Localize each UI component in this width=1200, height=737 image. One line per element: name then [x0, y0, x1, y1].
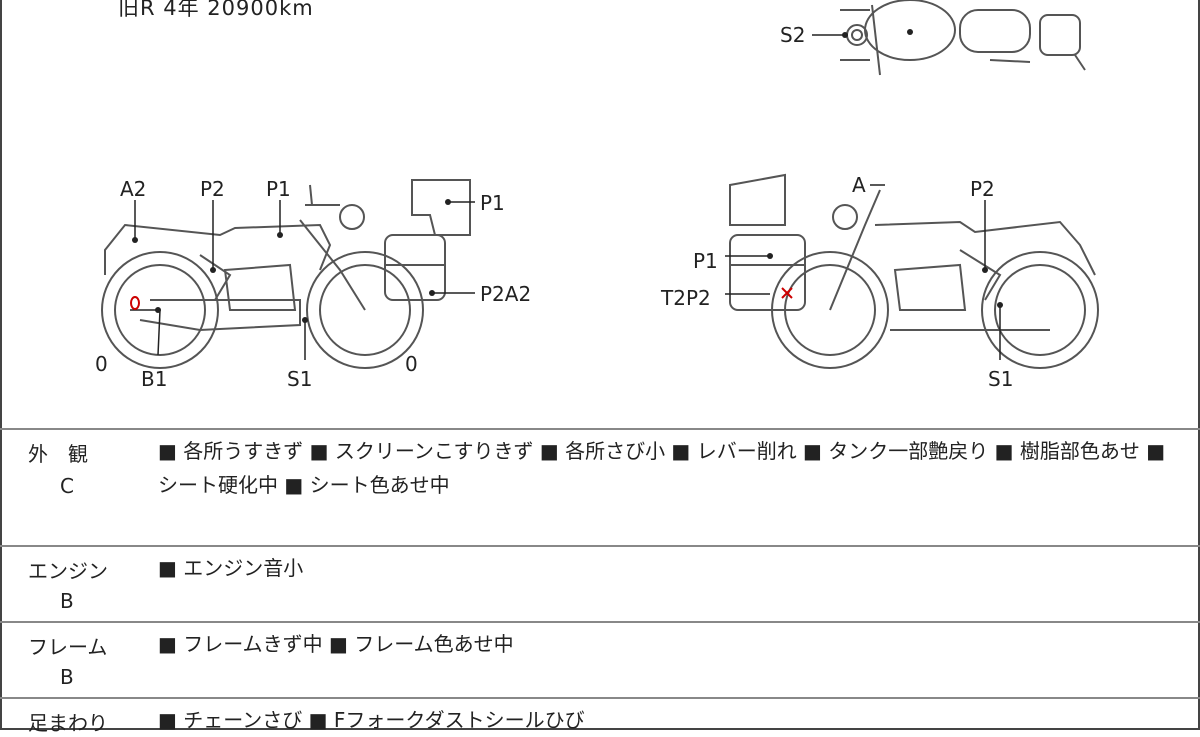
section-suspension: 足まわり ■ チェーンさび ■ Fフォークダストシールひび: [0, 697, 1200, 737]
label-a2: A2: [120, 177, 147, 201]
label-p1: P1: [266, 177, 291, 201]
label-p2a2: P2A2: [480, 282, 532, 306]
label-p2-right: P2: [970, 177, 995, 201]
section-items: ■ 各所うすきず ■ スクリーンこすりきず ■ 各所さび小 ■ レバー削れ ■ …: [158, 439, 1166, 497]
section-frame: フレーム B ■ フレームきず中 ■ フレーム色あせ中: [0, 621, 1200, 697]
right-view-bike: [729, 173, 1099, 369]
section-category: エンジン: [28, 559, 108, 583]
leader-lines: [130, 34, 1001, 360]
vehicle-info: 旧R 4年 20900km: [118, 0, 314, 20]
section-items: ■ エンジン音小: [158, 556, 304, 580]
label-s2: S2: [780, 23, 806, 47]
label-s1-right: S1: [988, 367, 1014, 391]
section-category: 足まわり: [28, 711, 108, 735]
section-items: ■ チェーンさび ■ Fフォークダストシールひび: [158, 708, 585, 732]
damage-cross-mark: [781, 287, 793, 299]
section-grade: C: [60, 474, 74, 498]
left-view-bike: [101, 179, 471, 369]
label-p1-case: P1: [480, 191, 505, 215]
label-t2p2: T2P2: [661, 286, 711, 310]
label-a: A: [852, 173, 866, 197]
label-p1-right: P1: [693, 249, 718, 273]
section-grade: B: [60, 589, 74, 613]
section-items: ■ フレームきず中 ■ フレーム色あせ中: [158, 632, 514, 656]
motorcycle-diagram: [101, 0, 1099, 369]
label-p2: P2: [200, 177, 225, 201]
section-category: 外 観: [28, 442, 88, 466]
label-rear-tire: 0: [405, 352, 418, 376]
label-front-tire: 0: [95, 352, 108, 376]
section-exterior: 外 観 C ■ 各所うすきず ■ スクリーンこすりきず ■ 各所さび小 ■ レバ…: [0, 428, 1200, 545]
label-b1: B1: [141, 367, 168, 391]
label-s1: S1: [287, 367, 313, 391]
damage-mark: [130, 296, 140, 310]
top-view-bike: [840, 0, 1086, 76]
section-grade: B: [60, 665, 74, 689]
section-category: フレーム: [28, 635, 108, 659]
section-engine: エンジン B ■ エンジン音小: [0, 545, 1200, 621]
